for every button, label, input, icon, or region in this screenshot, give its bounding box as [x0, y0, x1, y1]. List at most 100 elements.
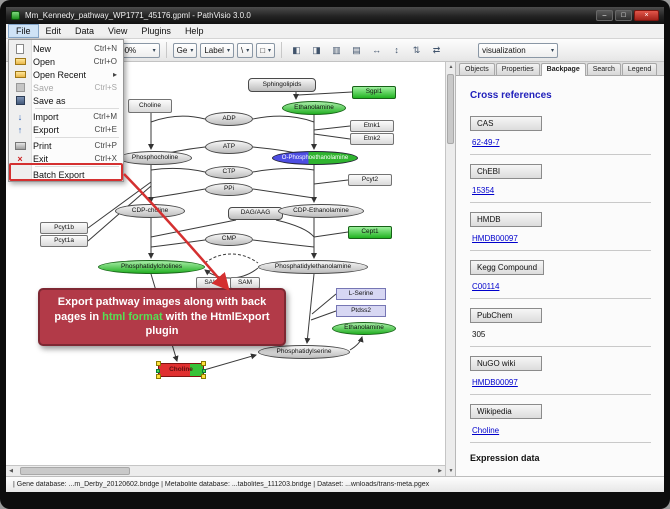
vertical-scrollbar[interactable]: ▲ ▼	[445, 62, 455, 476]
close-button[interactable]: ×	[634, 10, 659, 21]
pathway-node[interactable]: ADP	[205, 112, 253, 126]
selection-handle[interactable]	[202, 369, 206, 373]
menu-item-save-as[interactable]: Save as	[9, 94, 123, 107]
scroll-left-icon[interactable]: ◀	[9, 468, 13, 474]
backpage-section-header: NuGO wiki	[470, 356, 542, 371]
tab-properties[interactable]: Properties	[495, 63, 540, 75]
pathway-node[interactable]: ATP	[205, 140, 253, 154]
pathway-node[interactable]: CTP	[205, 166, 253, 179]
common-height-button[interactable]: ↕	[394, 45, 399, 55]
pathway-node[interactable]: Choline	[128, 99, 172, 113]
pathway-node[interactable]: Phosphatidylethanolamine	[258, 260, 368, 274]
pathway-node[interactable]: Ptdss2	[336, 305, 386, 317]
crossref-link[interactable]: 62-49-7	[472, 138, 500, 147]
shape-tool-button[interactable]: □ ▾	[256, 42, 276, 58]
datanode-tool-label: Ge	[176, 45, 188, 55]
pathway-node[interactable]: Pcyt1a	[40, 235, 88, 247]
align-vertical-center-button[interactable]: ▤	[352, 44, 361, 55]
menu-help[interactable]: Help	[184, 26, 204, 36]
label-tool-button[interactable]: Label ▾	[200, 42, 234, 58]
pathway-node[interactable]: Etnk2	[350, 133, 394, 145]
backpage-section: ChEBI 15354	[470, 155, 651, 203]
pathway-node[interactable]: L-Serine	[336, 288, 386, 300]
tab-legend[interactable]: Legend	[621, 63, 658, 75]
backpage-section-header: Wikipedia	[470, 404, 542, 419]
pathway-node[interactable]: Sphingolipids	[248, 78, 316, 92]
menu-plugins[interactable]: Plugins	[141, 26, 171, 36]
backpage-section-header: HMDB	[470, 212, 542, 227]
vertical-scrollbar-thumb[interactable]	[447, 74, 454, 144]
pathway-node[interactable]: CDP-Ethanolamine	[278, 204, 364, 218]
stack-horizontal-button[interactable]: ⇄	[432, 44, 441, 55]
chevron-down-icon: ▾	[190, 47, 194, 54]
menubar: File Edit Data View Plugins Help	[6, 24, 664, 39]
pathway-node[interactable]: Phosphatidylcholines	[98, 260, 205, 274]
pathway-node[interactable]: CDP-choline	[115, 204, 185, 218]
common-width-button[interactable]: ↔	[372, 45, 382, 55]
pathway-node[interactable]: O-Phosphoethanolamine	[272, 151, 358, 165]
scroll-down-icon[interactable]: ▼	[448, 468, 454, 474]
menu-item-import[interactable]: ↓ Import Ctrl+M	[9, 110, 123, 123]
stack-vertical-button[interactable]: ⇅	[412, 44, 421, 55]
crossref-link[interactable]: HMDB00097	[472, 378, 518, 387]
menu-edit[interactable]: Edit	[45, 26, 62, 36]
selection-handle[interactable]	[156, 369, 160, 373]
menu-item-save[interactable]: Save Ctrl+S	[9, 81, 123, 94]
backpage-section: NuGO wiki HMDB00097	[470, 347, 651, 395]
pathway-node[interactable]: DAG/AAG	[228, 207, 283, 220]
tab-backpage[interactable]: Backpage	[540, 63, 586, 76]
selection-handle[interactable]	[201, 374, 206, 379]
menu-item-exit[interactable]: × Exit Ctrl+X	[9, 152, 123, 165]
pathway-node[interactable]: PPi	[205, 183, 253, 196]
selection-handle[interactable]	[201, 361, 206, 366]
selection-handle[interactable]	[156, 361, 161, 366]
pathway-node[interactable]: Etnk1	[350, 120, 394, 132]
align-horizontal-center-button[interactable]: ▥	[332, 44, 341, 55]
menu-item-export[interactable]: ↑ Export Ctrl+E	[9, 123, 123, 136]
export-icon: ↑	[17, 124, 23, 135]
datanode-tool-button[interactable]: Ge ▾	[172, 42, 198, 58]
pathway-node[interactable]: Phosphocholine	[118, 151, 192, 165]
menu-view[interactable]: View	[108, 26, 128, 36]
align-right-button[interactable]: ◨	[312, 44, 321, 55]
crossref-link[interactable]: C00114	[472, 282, 500, 291]
tab-objects[interactable]: Objects	[459, 63, 495, 75]
pathway-node[interactable]: Sgpl1	[352, 86, 396, 99]
pathway-node[interactable]: Phosphatidylserine	[258, 345, 350, 359]
titlebar: Mm_Kennedy_pathway_WP1771_45176.gpml - P…	[6, 7, 664, 24]
maximize-button[interactable]: □	[615, 10, 632, 21]
pathway-node[interactable]: Pcyt2	[348, 174, 392, 186]
selection-handle[interactable]	[156, 374, 161, 379]
crossref-link[interactable]: 15354	[472, 186, 495, 195]
horizontal-scrollbar-thumb[interactable]	[20, 467, 130, 475]
menu-item-batch-export[interactable]: Batch Export	[33, 169, 85, 180]
crossref-value: 305	[472, 330, 486, 339]
menu-item-open[interactable]: Open Ctrl+O	[9, 55, 123, 68]
backpage-section-header: PubChem	[470, 308, 542, 323]
tab-search[interactable]: Search	[586, 63, 621, 75]
pathway-node[interactable]: CMP	[205, 233, 253, 246]
pathway-node[interactable]: Ethanolamine	[332, 322, 396, 335]
minimize-button[interactable]: –	[596, 10, 613, 21]
pathway-node[interactable]: Ethanolamine	[282, 101, 346, 115]
pathway-node[interactable]: Cept1	[348, 226, 392, 239]
visualization-select[interactable]: visualization ▾	[478, 42, 559, 58]
menu-item-new[interactable]: New Ctrl+N	[9, 42, 123, 55]
backpage-section: CAS 62-49-7	[470, 107, 651, 155]
scroll-up-icon[interactable]: ▲	[448, 64, 454, 70]
menu-item-print[interactable]: Print Ctrl+P	[9, 139, 123, 152]
menu-data[interactable]: Data	[75, 26, 95, 36]
backpage-section: Kegg Compound C00114	[470, 251, 651, 299]
crossref-link[interactable]: HMDB00097	[472, 234, 518, 243]
menu-file[interactable]: File	[8, 24, 39, 38]
submenu-arrow-icon: ▸	[112, 70, 117, 79]
align-left-button[interactable]: ◧	[292, 44, 301, 55]
crossref-link[interactable]: Choline	[472, 426, 500, 435]
pathway-node-selected[interactable]: Choline	[156, 361, 206, 379]
expression-data-label: Expression data	[470, 453, 540, 463]
scroll-right-icon[interactable]: ▶	[438, 468, 442, 474]
menu-item-open-recent[interactable]: Open Recent ▸	[9, 68, 123, 81]
pathway-node[interactable]: Pcyt1b	[40, 222, 88, 234]
line-tool-button[interactable]: \ ▾	[236, 42, 254, 58]
horizontal-scrollbar[interactable]: ◀ ▶	[6, 465, 445, 476]
